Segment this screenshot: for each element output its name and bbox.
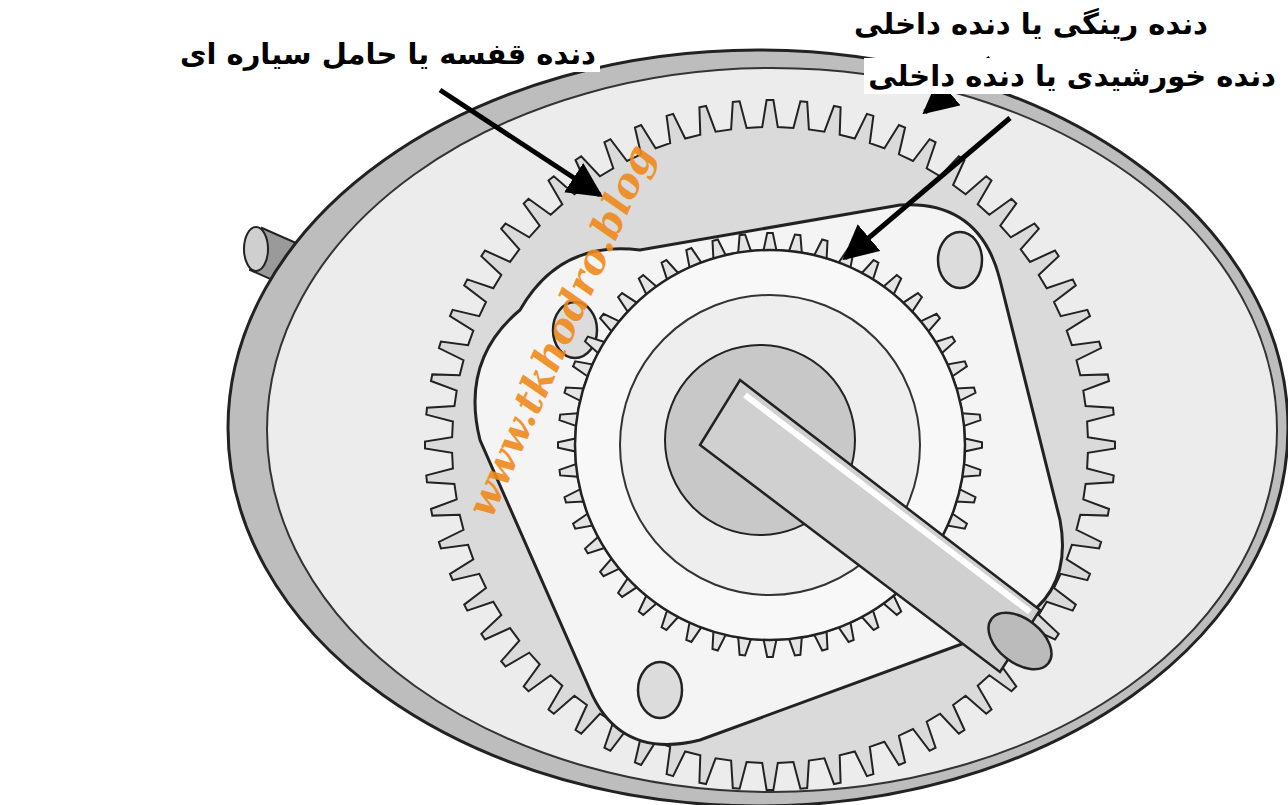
part-label: دنده خورشیدی یا دنده داخلی [864, 58, 1280, 94]
gear-teeth [425, 100, 1115, 790]
drum-face [267, 68, 1277, 792]
ring-gear [425, 100, 1115, 790]
part-label: دنده قفسه یا حامل سیاره ای [176, 36, 600, 72]
drum-rim [228, 50, 1288, 805]
output-shaft [700, 380, 1062, 681]
part-label: دنده رینگی یا دنده داخلی [850, 6, 1212, 42]
